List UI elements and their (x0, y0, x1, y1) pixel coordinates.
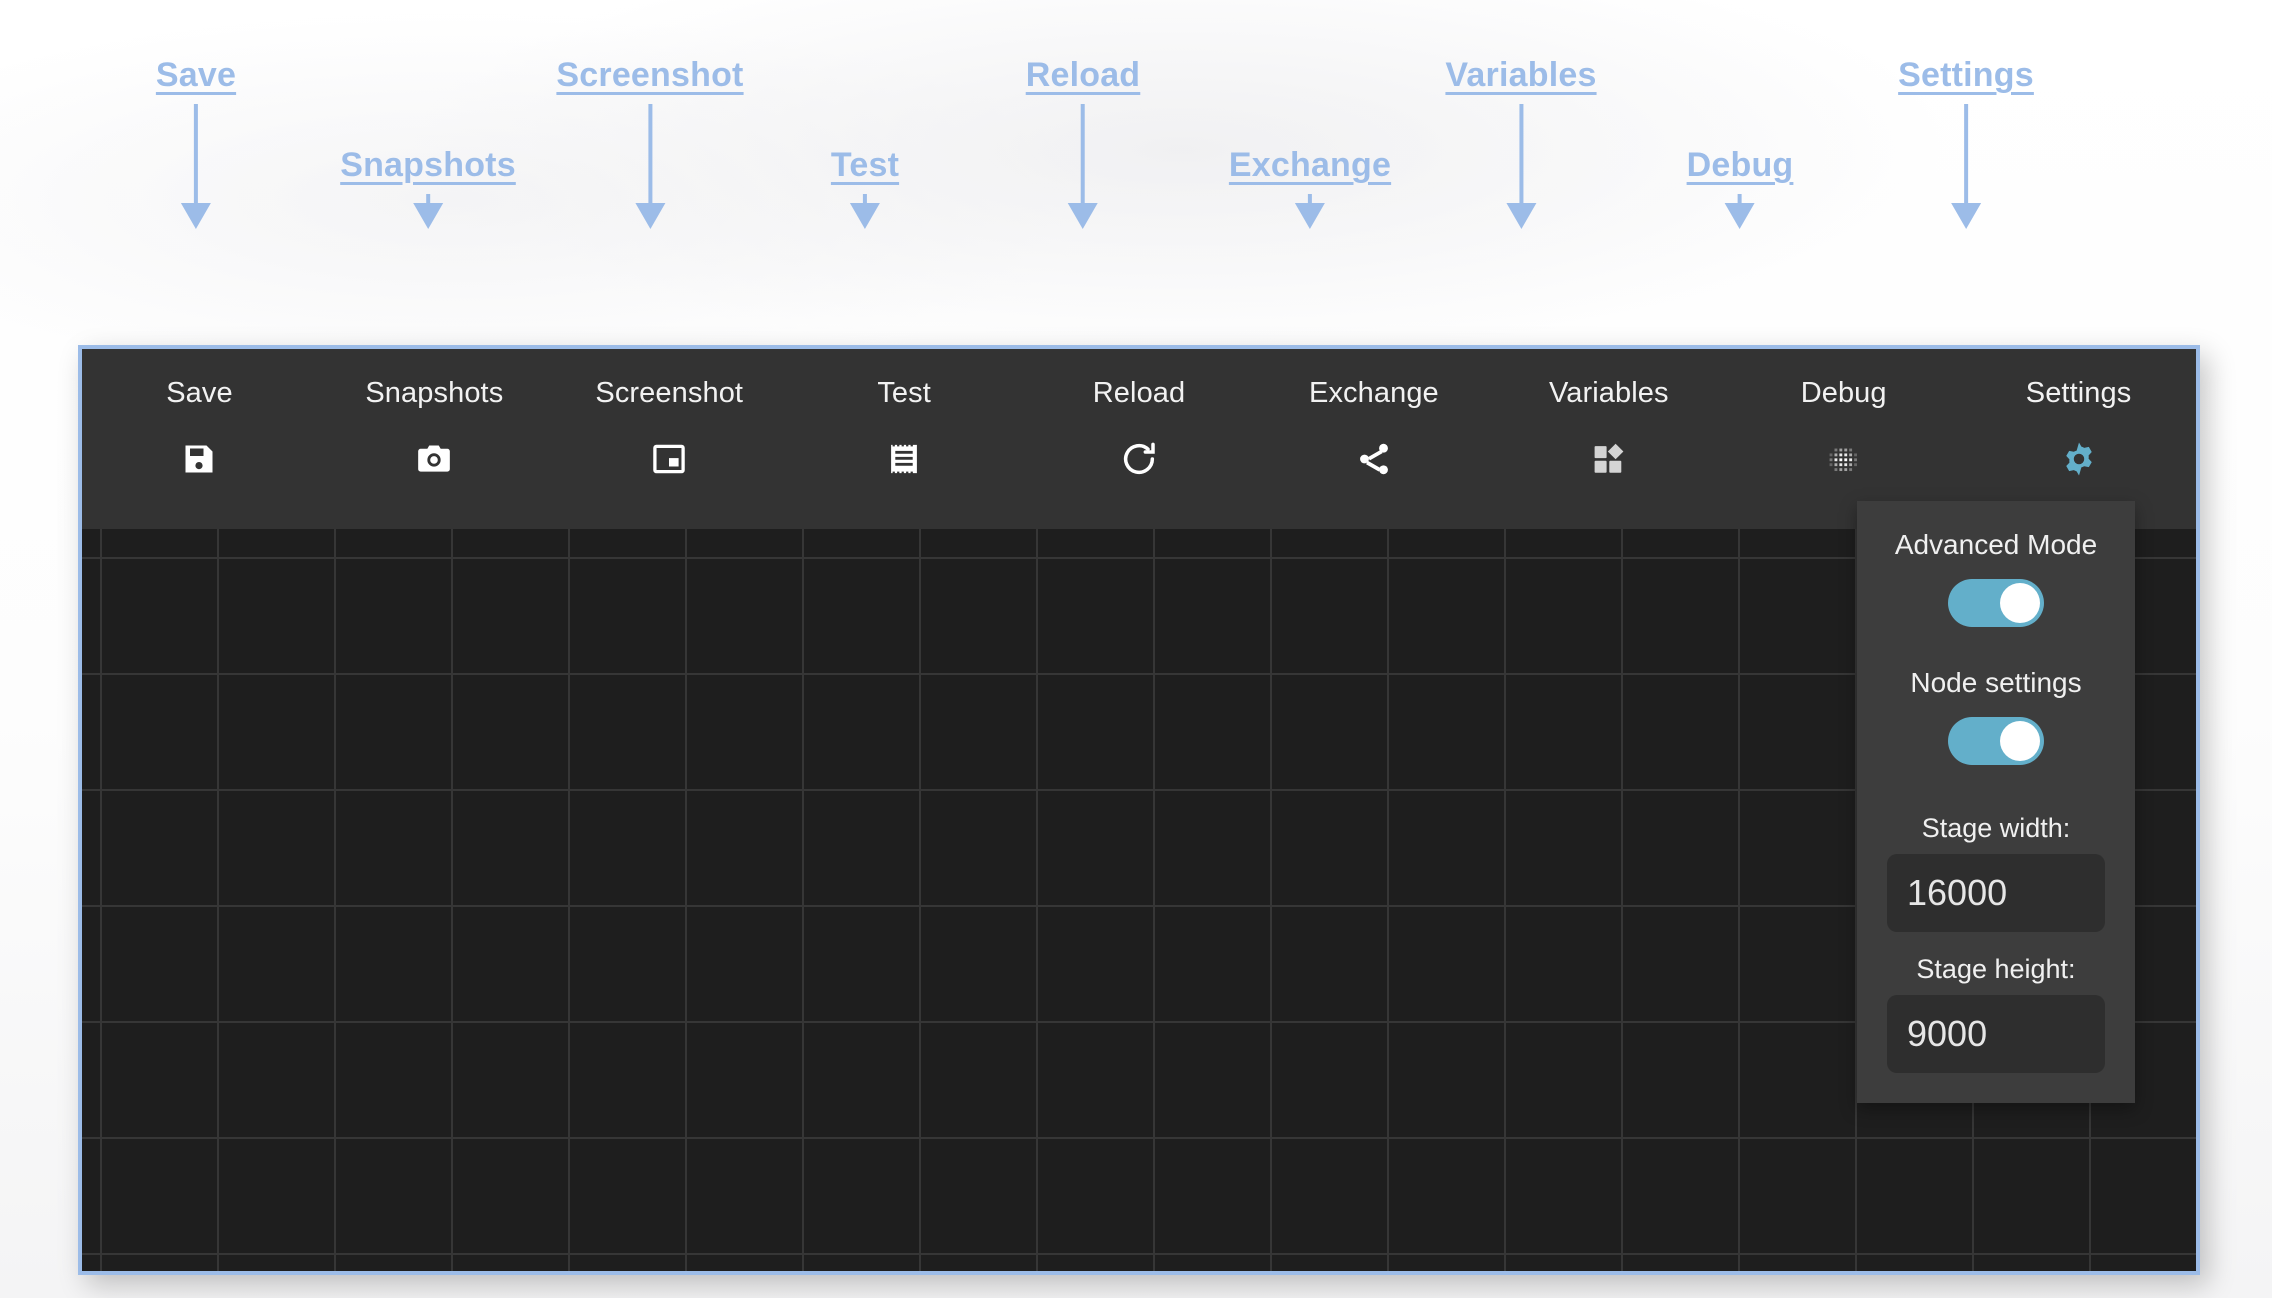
annotation-label: Reload (1025, 56, 1141, 94)
toolbar-button-label: Save (166, 377, 233, 409)
annotation-arrow-icon (181, 104, 211, 229)
arrow-head (1294, 203, 1325, 229)
camera-icon[interactable] (413, 438, 455, 480)
annotation-callout-settings: Settings (1898, 56, 2034, 229)
arrow-head (850, 203, 880, 229)
annotation-callout-debug: Debug (1686, 146, 1794, 229)
toolbar-button-label: Exchange (1309, 377, 1439, 409)
toolbar-button-label: Settings (2025, 377, 2132, 409)
annotation-arrow-icon (1294, 194, 1325, 229)
annotation-arrow-icon (1505, 104, 1536, 229)
stage-height-input[interactable] (1887, 995, 2105, 1073)
annotation-label: Debug (1686, 146, 1794, 184)
floppy-disk-icon[interactable] (178, 438, 220, 480)
toolbar-button-snapshots[interactable]: Snapshots (317, 349, 552, 529)
arrow-shaft (1307, 194, 1312, 203)
annotation-label: Exchange (1228, 146, 1392, 184)
shapes-icon[interactable] (1588, 438, 1630, 480)
refresh-icon[interactable] (1118, 438, 1160, 480)
arrow-shaft (194, 104, 198, 203)
toolbar-button-label: Reload (1092, 377, 1186, 409)
annotation-label: Snapshots (340, 146, 516, 184)
node-settings-label: Node settings (1910, 667, 2082, 698)
annotation-callout-screenshot: Screenshot (556, 56, 744, 229)
advanced-mode-toggle[interactable] (1948, 579, 2044, 627)
stage-width-label: Stage width: (1921, 813, 2071, 843)
arrow-shaft (1518, 104, 1523, 203)
annotation-callout-exchange: Exchange (1228, 146, 1392, 229)
arrow-shaft (425, 194, 430, 203)
toolbar-button-label: Variables (1548, 377, 1669, 409)
node-settings-toggle[interactable] (1948, 717, 2044, 765)
stage-canvas[interactable] (82, 529, 2196, 1271)
toolbar-button-exchange[interactable]: Exchange (1256, 349, 1491, 529)
toolbar-button-test[interactable]: Test (787, 349, 1022, 529)
arrow-head (635, 203, 665, 229)
annotation-arrow-icon (1725, 194, 1755, 229)
settings-dropdown-panel: Advanced Mode Node settings Stage width:… (1857, 501, 2135, 1103)
annotation-label: Save (155, 56, 237, 94)
picture-in-picture-icon[interactable] (648, 438, 690, 480)
annotation-callout-variables: Variables (1445, 56, 1597, 229)
arrow-shaft (648, 104, 652, 203)
arrow-head (412, 203, 443, 229)
arrow-head (1950, 203, 1981, 229)
stage-height-label: Stage height: (1916, 954, 2076, 984)
arrow-shaft (1738, 194, 1742, 203)
arrow-shaft (1081, 104, 1085, 203)
stage-width-input[interactable] (1887, 854, 2105, 932)
annotation-label: Screenshot (556, 56, 744, 94)
arrow-head (1725, 203, 1755, 229)
toolbar-button-label: Snapshots (365, 377, 504, 409)
arrow-head (1505, 203, 1536, 229)
annotation-label: Settings (1898, 56, 2034, 94)
annotation-callout-save: Save (155, 56, 237, 229)
annotation-arrow-icon (412, 194, 443, 229)
toggle-knob (2000, 721, 2040, 761)
toolbar-button-screenshot[interactable]: Screenshot (552, 349, 787, 529)
toolbar-button-label: Test (877, 377, 931, 409)
annotation-label: Variables (1445, 56, 1597, 94)
toolbar-button-label: Screenshot (595, 377, 744, 409)
advanced-mode-label: Advanced Mode (1894, 529, 2098, 560)
annotation-arrow-icon (635, 104, 665, 229)
toolbar-button-label: Debug (1800, 377, 1887, 409)
dot-matrix-icon[interactable] (1823, 438, 1865, 480)
annotation-arrow-icon (1950, 104, 1981, 229)
toolbar-button-save[interactable]: Save (82, 349, 317, 529)
annotation-arrow-icon (850, 194, 880, 229)
gear-icon[interactable] (2058, 438, 2100, 480)
toolbar-button-reload[interactable]: Reload (1022, 349, 1257, 529)
arrow-head (1068, 203, 1098, 229)
toolbar-button-variables[interactable]: Variables (1491, 349, 1726, 529)
toggle-knob (2000, 583, 2040, 623)
annotation-label: Test (830, 146, 900, 184)
annotation-callout-test: Test (830, 146, 900, 229)
arrow-shaft (863, 194, 867, 203)
annotation-arrow-icon (1068, 104, 1098, 229)
arrow-shaft (1963, 104, 1968, 203)
receipt-icon[interactable] (883, 438, 925, 480)
app-window: Save Snapshots Screenshot Test (78, 345, 2200, 1275)
annotation-callout-reload: Reload (1025, 56, 1141, 229)
annotation-callout-snapshots: Snapshots (340, 146, 516, 229)
share-icon[interactable] (1353, 438, 1395, 480)
arrow-head (181, 203, 211, 229)
